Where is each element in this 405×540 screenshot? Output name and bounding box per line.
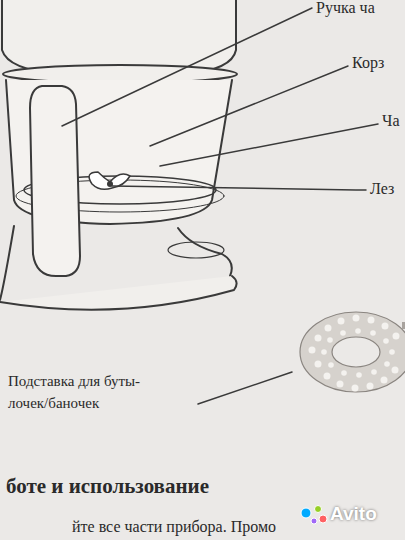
handle-outline [30,86,80,276]
base-left [0,226,14,300]
section-heading: боте и использование [6,474,209,498]
body-text: йте все части прибора. Промо [72,518,276,536]
leader-line [112,186,366,190]
lid-outline [2,0,236,74]
watermark-logo [301,506,327,525]
leader-line [198,372,292,404]
base-detail [168,242,224,258]
watermark: Avito [330,503,377,525]
part-label: Корз [352,54,384,72]
part-label: Подставка для буты- лочек/баночек [8,370,168,414]
leader-line [160,124,378,166]
leader-line [62,8,312,126]
bottle-stand [300,312,405,392]
base-foot [0,276,237,310]
leader-line [150,66,348,146]
part-label: Ручка ча [316,0,375,16]
part-label: Ча [382,112,400,130]
part-label: Лез [370,180,394,198]
